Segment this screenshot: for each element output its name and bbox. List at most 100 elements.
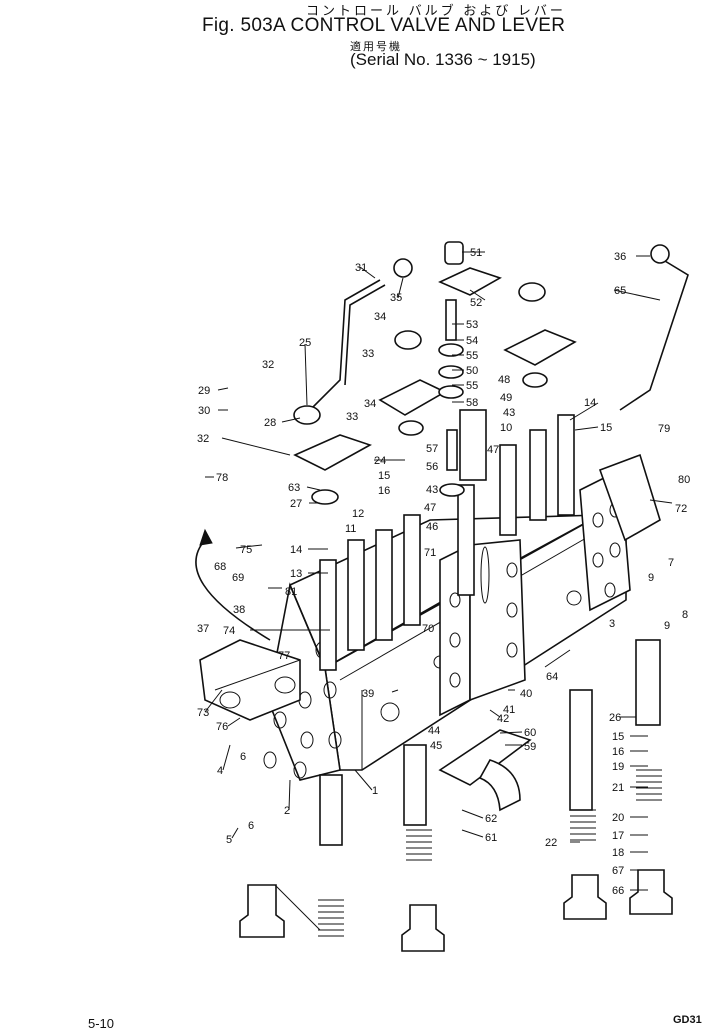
japanese-applicable-label: 適用号機 [350,41,402,53]
callout-15: 15 [600,422,612,434]
serial-range: (Serial No. 1336 ~ 1915) [350,50,536,69]
japanese-title: コントロール バルブ および レバー [306,3,566,18]
callout-55: 55 [466,350,478,362]
callout-24: 24 [374,455,386,467]
callout-47: 47 [487,444,499,456]
callout-72: 72 [675,503,687,515]
callout-47b: 47 [424,502,436,514]
assembly-arrow [195,539,271,641]
callout-5: 5 [226,834,232,846]
callout-71: 71 [424,547,436,559]
callout-56: 56 [426,461,438,473]
callout-48: 48 [498,374,510,386]
lower-spools [319,639,661,846]
callout-32b: 32 [197,433,209,445]
callout-54: 54 [466,335,478,347]
callout-19: 19 [612,761,624,773]
end-caps [239,869,673,952]
page-number: 5-10 [88,1016,115,1031]
callout-36: 36 [614,251,626,263]
callout-75: 75 [240,544,252,556]
callout-79: 79 [658,423,670,435]
callout-52: 52 [470,297,482,309]
callout-22: 22 [545,837,557,849]
callout-6b: 6 [248,820,254,832]
leader-lines [204,251,673,931]
callout-2: 2 [284,805,290,817]
callout-61: 61 [485,832,497,844]
callout-1: 1 [372,785,378,797]
callout-7: 7 [668,557,674,569]
callout-17: 17 [612,830,624,842]
callout-49: 49 [500,392,512,404]
callout-14b: 14 [290,544,302,556]
callout-34: 34 [374,311,386,323]
callout-77: 77 [278,650,290,662]
callout-50: 50 [466,365,478,377]
callout-46: 46 [426,521,438,533]
callout-81: 81 [285,586,297,598]
callout-62: 62 [485,813,497,825]
callout-11: 11 [345,523,356,535]
callout-15b: 15 [378,470,390,482]
callout-27: 27 [290,498,302,510]
callout-64: 64 [546,671,558,683]
callout-73: 73 [197,707,209,719]
callout-30: 30 [198,405,210,417]
callout-44: 44 [428,725,440,737]
upper-spools [319,409,575,671]
callout-18: 18 [612,847,624,859]
callout-16: 16 [378,485,390,497]
callout-4: 4 [217,765,223,777]
callout-78: 78 [216,472,228,484]
arrow-head-icon [199,528,213,546]
levers [299,244,689,421]
model-code: GD31 [673,1014,702,1026]
callout-66: 66 [612,885,624,897]
springs [318,769,662,937]
figure-title: Fig. 503A CONTROL VALVE AND LEVER [202,15,566,36]
brackets [293,241,661,542]
callout-10: 10 [500,422,512,434]
callout-55b: 55 [466,380,478,392]
callout-3: 3 [609,618,615,630]
callout-42: 42 [497,713,509,725]
callout-8: 8 [682,609,688,621]
callout-60: 60 [524,727,536,739]
callout-43: 43 [503,407,515,419]
callout-31: 31 [355,262,367,274]
callout-74: 74 [223,625,235,637]
callout-33: 33 [362,348,374,360]
callout-45: 45 [430,740,442,752]
center-stack [438,299,465,497]
callout-59: 59 [524,741,536,753]
callout-57: 57 [426,443,438,455]
cover-plate [438,729,532,812]
callout-33b: 33 [346,411,358,423]
callout-37: 37 [197,623,209,635]
callout-43b: 43 [426,484,438,496]
callout-16b: 16 [612,746,624,758]
callout-70: 70 [422,623,434,635]
callout-53: 53 [466,319,478,331]
callout-35: 35 [390,292,402,304]
callout-26: 26 [609,712,621,724]
callout-40: 40 [520,688,532,700]
callout-39: 39 [362,688,374,700]
callout-labels: 51 52 53 54 55 50 55 58 48 49 43 10 47 5… [197,247,690,897]
callout-76: 76 [216,721,228,733]
serial-range-text: Serial No. 1336 ~ 1915 [355,50,531,69]
callout-28: 28 [264,417,276,429]
callout-20: 20 [612,812,624,824]
callout-58: 58 [466,397,478,409]
callout-15c: 15 [612,731,624,743]
callout-65: 65 [614,285,626,297]
callout-63: 63 [288,482,300,494]
callout-67: 67 [612,865,624,877]
callout-25: 25 [299,337,311,349]
callout-13: 13 [290,568,302,580]
callout-68: 68 [214,561,226,573]
callout-32: 32 [262,359,274,371]
callout-69: 69 [232,572,244,584]
